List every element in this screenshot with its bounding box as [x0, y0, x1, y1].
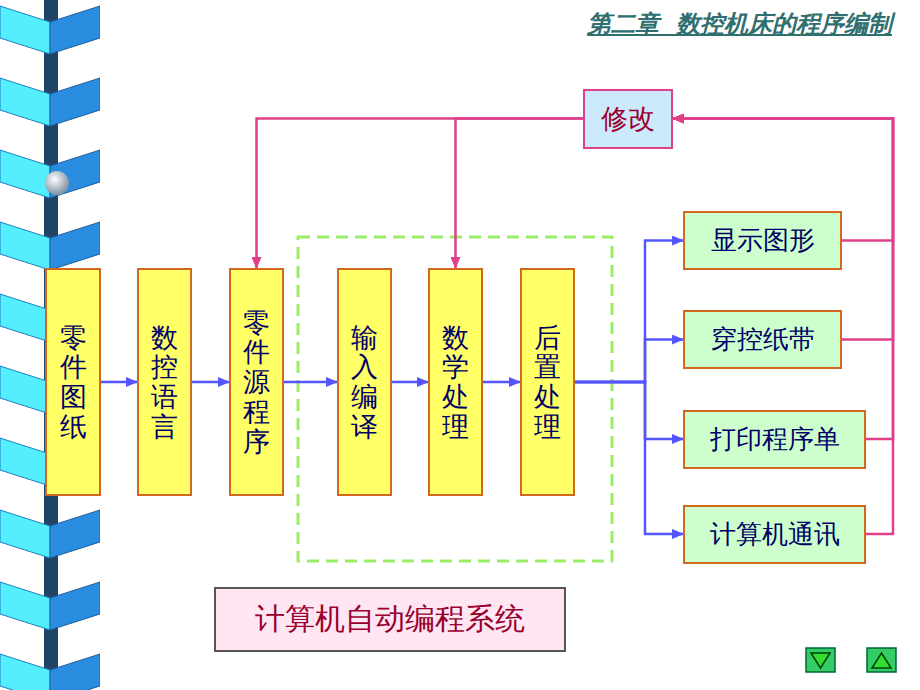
- chapter-title: 第二章 数控机床的程序编制: [587, 8, 892, 40]
- nav-button: [867, 648, 896, 672]
- box-text: 计算机通讯: [710, 517, 840, 552]
- flow-arrow: [575, 340, 683, 383]
- process-box: 零件源程序: [229, 268, 284, 496]
- box-text: 数控语言: [151, 323, 178, 442]
- group-outline: [298, 237, 612, 561]
- flow-arrow: [483, 381, 520, 384]
- flow-arrow: [673, 119, 893, 440]
- box-text: 输入编译: [351, 323, 378, 442]
- nav-button: [806, 648, 835, 672]
- box-text: 显示图形: [711, 223, 815, 258]
- box-text: 零件源程序: [243, 308, 270, 456]
- output-box: 计算机通讯: [683, 505, 866, 564]
- process-box: 后置处理: [520, 268, 575, 496]
- ribbon: [0, 0, 100, 690]
- edit-box: 修改: [583, 89, 673, 149]
- flow-arrow: [575, 241, 683, 383]
- flow-arrow: [673, 119, 893, 340]
- flow-arrow: [284, 381, 337, 384]
- box-text: 打印程序单: [710, 422, 840, 457]
- flow-arrow: [456, 119, 584, 269]
- box-text: 计算机自动编程系统: [255, 599, 525, 640]
- box-text: 零件图纸: [60, 323, 87, 442]
- ball: [45, 171, 69, 195]
- flow-arrow: [101, 381, 137, 384]
- process-box: 零件图纸: [45, 268, 101, 496]
- box-text: 数学处理: [442, 323, 469, 442]
- flow-arrow: [192, 381, 229, 384]
- process-box: 输入编译: [337, 268, 392, 496]
- output-box: 打印程序单: [683, 410, 866, 469]
- box-text: 后置处理: [534, 323, 561, 442]
- process-box: 数控语言: [137, 268, 192, 496]
- flow-arrow: [257, 119, 584, 269]
- flow-arrow: [575, 382, 683, 439]
- output-box: 穿控纸带: [683, 310, 842, 369]
- flow-arrow: [673, 119, 893, 535]
- flow-arrow: [392, 381, 428, 384]
- box-text: 修改: [601, 101, 655, 137]
- nav-up: [872, 653, 891, 668]
- flow-arrow: [575, 382, 683, 534]
- nav-down: [811, 653, 830, 668]
- system-label-box: 计算机自动编程系统: [214, 587, 566, 652]
- process-box: 数学处理: [428, 268, 483, 496]
- output-box: 显示图形: [683, 211, 842, 270]
- box-text: 穿控纸带: [711, 322, 815, 357]
